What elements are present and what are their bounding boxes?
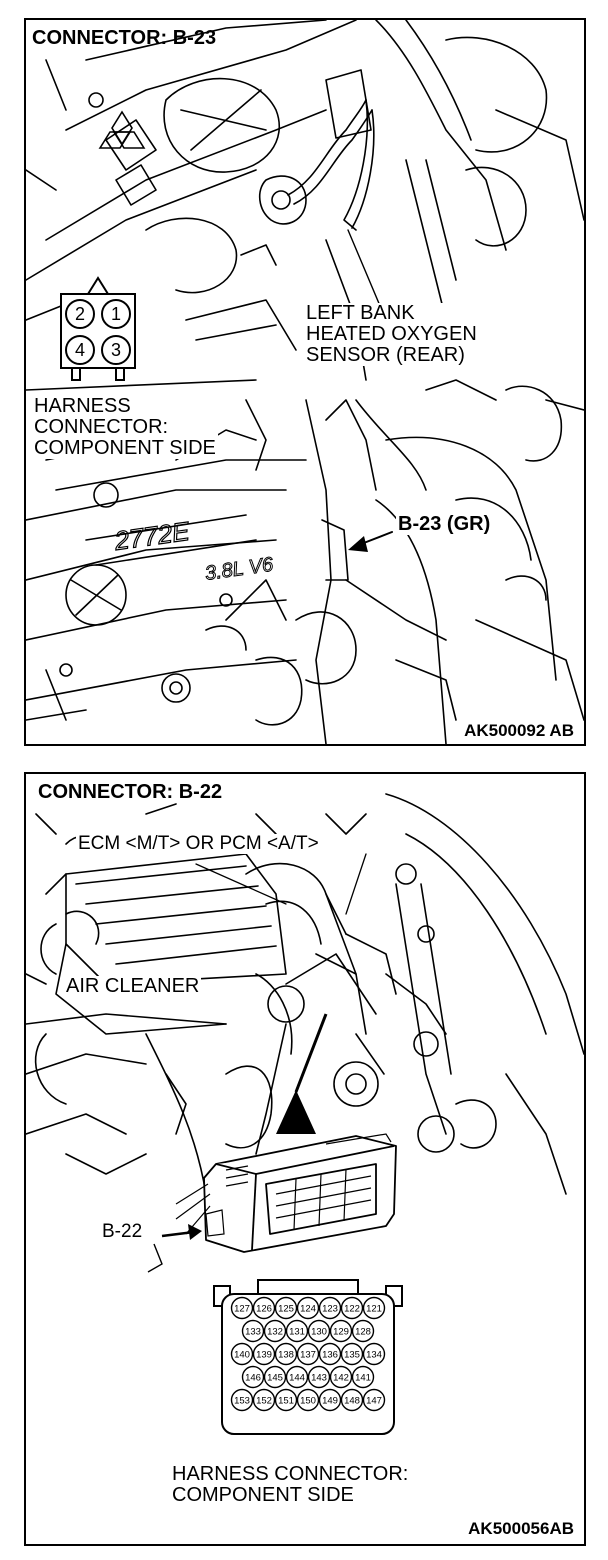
pin-152 (252, 1388, 276, 1412)
pin-label-144: 144 (289, 1373, 305, 1384)
pin-153 (230, 1388, 254, 1412)
pin-label-126: 126 (256, 1304, 272, 1315)
pin-136 (318, 1342, 342, 1366)
pin-150 (296, 1388, 320, 1412)
pin-label-128: 128 (355, 1327, 371, 1338)
connector-b23-panel: CONNECTOR: B-23 2 1 4 3 LEFT BANK HEATED… (24, 18, 586, 746)
connector-b22-panel: CONNECTOR: B-22 ECM <M/T> OR PCM <A/T> A… (24, 772, 586, 1546)
pin-label-141: 141 (355, 1373, 371, 1384)
pin-3: 3 (111, 340, 121, 360)
pin-label-139: 139 (256, 1350, 272, 1361)
pin-label-124: 124 (300, 1304, 316, 1315)
pin-137 (296, 1342, 320, 1366)
pin-label-129: 129 (333, 1327, 349, 1338)
pin-label-150: 150 (300, 1396, 316, 1407)
pin-127 (230, 1296, 254, 1320)
pin-132 (263, 1319, 287, 1343)
pin-label-137: 137 (300, 1350, 316, 1361)
pin-label-130: 130 (311, 1327, 327, 1338)
pin-label-132: 132 (267, 1327, 283, 1338)
pin-151 (274, 1388, 298, 1412)
pin-label-148: 148 (344, 1396, 360, 1407)
pin-label-145: 145 (267, 1373, 283, 1384)
pin-121 (362, 1296, 386, 1320)
svg-text:2772E: 2772E (112, 520, 192, 556)
pin-149 (318, 1388, 342, 1412)
pin-147 (362, 1388, 386, 1412)
ecm-pcm-label: ECM <M/T> OR PCM <A/T> (76, 833, 321, 854)
pin-label-135: 135 (344, 1350, 360, 1361)
engine-bay-illustration-bottom (26, 793, 584, 1435)
connector-b22-pin-diagram: 127 126 125 124 123 122 121 133 132 131 130 129 128 1… (230, 1296, 386, 1412)
pin-label-146: 146 (245, 1373, 261, 1384)
sensor-label: LEFT BANK HEATED OXYGEN SENSOR (REAR) (304, 302, 479, 366)
pin-135 (340, 1342, 364, 1366)
harness-connector-label: HARNESS CONNECTOR: COMPONENT SIDE (32, 395, 218, 459)
connector-b22-pointer-label: B-22 (102, 1221, 143, 1242)
pin-123 (318, 1296, 342, 1320)
pin-126 (252, 1296, 276, 1320)
pin-142 (329, 1365, 353, 1389)
pin-143 (307, 1365, 331, 1389)
pin-144 (285, 1365, 309, 1389)
pin-134 (362, 1342, 386, 1366)
connector-b23-pin-diagram: 2 1 4 3 (60, 276, 136, 381)
pin-label-149: 149 (322, 1396, 338, 1407)
pin-125 (274, 1296, 298, 1320)
pin-140 (230, 1342, 254, 1366)
pin-label-134: 134 (366, 1350, 382, 1361)
pin-label-142: 142 (333, 1373, 349, 1384)
pin-label-122: 122 (344, 1304, 360, 1315)
pin-label-147: 147 (366, 1396, 382, 1407)
pin-145 (263, 1365, 287, 1389)
pin-label-133: 133 (245, 1327, 261, 1338)
pin-label-123: 123 (322, 1304, 338, 1315)
pin-128 (351, 1319, 375, 1343)
pin-138 (274, 1342, 298, 1366)
pin-label-131: 131 (289, 1327, 305, 1338)
pin-label-152: 152 (256, 1396, 272, 1407)
pin-4: 4 (75, 340, 85, 360)
pin-133 (241, 1319, 265, 1343)
pin-label-121: 121 (366, 1304, 382, 1315)
connector-b23-pointer-label: B-23 (GR) (396, 513, 493, 535)
figure-id: AK500092 AB (462, 721, 576, 741)
engine-cover-marking: 2772E 3.8L V6 (111, 520, 276, 585)
harness-connector-label: HARNESS CONNECTOR: COMPONENT SIDE (172, 1463, 409, 1506)
pin-label-136: 136 (322, 1350, 338, 1361)
pin-130 (307, 1319, 331, 1343)
pin-label-127: 127 (234, 1304, 250, 1315)
figure-id: AK500056AB (466, 1519, 576, 1539)
pin-label-140: 140 (234, 1350, 250, 1361)
pin-131 (285, 1319, 309, 1343)
pin-129 (329, 1319, 353, 1343)
pin-122 (340, 1296, 364, 1320)
pin-label-151: 151 (278, 1396, 294, 1407)
pin-2: 2 (75, 304, 85, 324)
pin-label-143: 143 (311, 1373, 327, 1384)
pin-148 (340, 1388, 364, 1412)
pin-label-138: 138 (278, 1350, 294, 1361)
pin-124 (296, 1296, 320, 1320)
panel-title: CONNECTOR: B-22 (38, 781, 223, 803)
panel-title: CONNECTOR: B-23 (32, 27, 217, 49)
pin-141 (351, 1365, 375, 1389)
pin-label-153: 153 (234, 1396, 250, 1407)
pin-1: 1 (111, 304, 121, 324)
svg-text:3.8L V6: 3.8L V6 (204, 553, 276, 584)
pin-label-125: 125 (278, 1304, 294, 1315)
pin-139 (252, 1342, 276, 1366)
pin-146 (241, 1365, 265, 1389)
air-cleaner-label: AIR CLEANER (64, 975, 202, 997)
